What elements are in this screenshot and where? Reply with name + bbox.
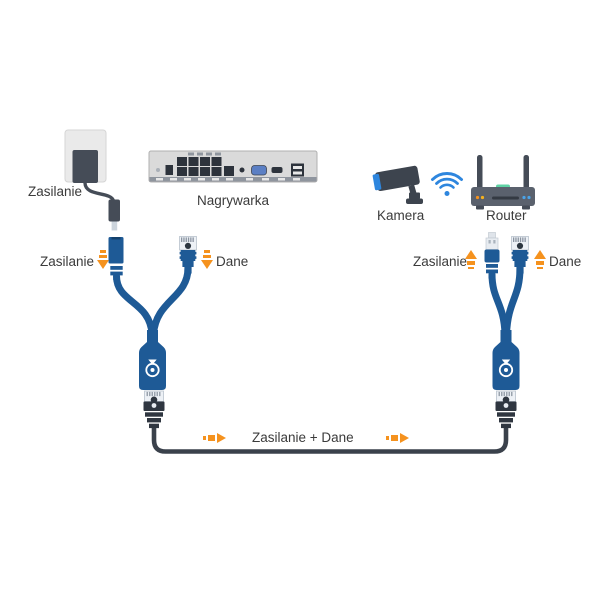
trunk-right-right-arrow-icon [386,432,409,444]
router-label: Router [486,208,527,223]
left-data-label: Dane [216,254,249,269]
right-rj45-plug-icon [511,236,529,274]
nvr-icon [148,150,318,183]
left-splitter-body-icon [138,329,167,391]
power-adapter-icon [72,150,120,231]
trunk-cable [143,390,517,454]
trunk-right-rj45-connector-icon [495,390,517,429]
left-data-down-arrow-icon [201,250,213,269]
right-data-label: Dane [549,254,582,269]
left-poe-splitter [108,236,197,391]
camera-icon [372,165,423,204]
dc-jack-connector-icon [108,237,124,280]
left-rj45-plug-icon [179,236,197,274]
right-poe-splitter [484,232,529,391]
wifi-icon [431,172,463,196]
left-power-label: Zasilanie [40,254,95,269]
usb-plug-icon [484,232,500,279]
nvr-label: Nagrywarka [197,193,270,208]
trunk-left-rj45-connector-icon [143,390,165,429]
left-power-down-arrow-icon [97,250,109,269]
camera-label: Kamera [377,208,425,223]
right-splitter-body-icon [491,329,521,391]
router-icon [471,155,535,210]
trunk-label: Zasilanie + Dane [252,430,354,445]
right-data-up-arrow-icon [534,250,546,269]
right-power-up-arrow-icon [465,250,477,269]
right-power-label: Zasilanie [413,254,468,269]
adapter-label: Zasilanie [28,184,83,199]
trunk-left-right-arrow-icon [203,432,226,444]
